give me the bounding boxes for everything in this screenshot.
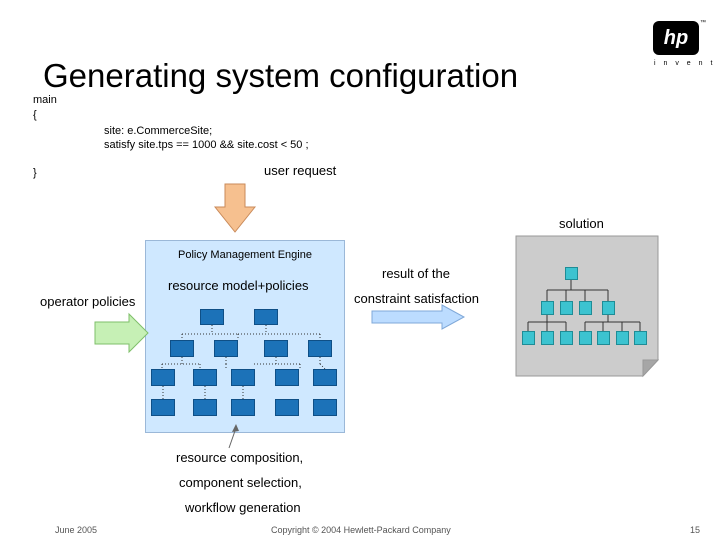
composition-pointer-head (232, 424, 239, 432)
result-arrow (371, 304, 466, 330)
operator-policies-label: operator policies (40, 294, 136, 309)
composition-label-line1: resource composition, (176, 450, 304, 465)
solution-node (522, 331, 535, 345)
engine-node (151, 369, 175, 386)
footer-copyright: Copyright © 2004 Hewlett-Packard Company (271, 525, 451, 535)
engine-node (264, 340, 288, 357)
engine-node (214, 340, 238, 357)
code-open-brace: { (33, 109, 37, 121)
engine-node (231, 399, 255, 416)
hp-logo-text: hp (663, 27, 689, 49)
engine-node (308, 340, 332, 357)
footer-page-number: 15 (690, 525, 701, 535)
user-request-arrow (213, 183, 257, 233)
resource-model-label: resource model+policies (168, 278, 309, 293)
solution-node (579, 331, 592, 345)
hp-logo (653, 21, 699, 55)
solution-document-fold (642, 359, 660, 378)
footer-date: June 2005 (55, 525, 98, 535)
solution-node (602, 301, 615, 315)
solution-node (634, 331, 647, 345)
operator-policies-arrow (94, 312, 149, 354)
result-label-line2: constraint satisfaction (354, 291, 480, 306)
engine-tree-connectors (161, 325, 326, 399)
engine-node (170, 340, 194, 357)
policy-engine-title: Policy Management Engine (178, 249, 312, 261)
engine-node (254, 309, 278, 325)
solution-node (541, 331, 554, 345)
solution-node (565, 267, 578, 280)
solution-node (597, 331, 610, 345)
engine-node (151, 399, 175, 416)
code-close-brace: } (33, 167, 37, 179)
logo-tagline: i n v e n t (654, 60, 716, 67)
engine-node (275, 399, 299, 416)
solution-node (579, 301, 592, 315)
code-satisfy-clause: satisfy site.tps == 1000 && site.cost < … (104, 139, 309, 151)
solution-label: solution (559, 216, 604, 231)
engine-node (313, 369, 337, 386)
solution-node (560, 301, 573, 315)
solution-tree-connectors (527, 280, 641, 331)
engine-node (193, 369, 217, 386)
engine-node (275, 369, 299, 386)
user-request-label: user request (264, 163, 337, 178)
engine-node (193, 399, 217, 416)
solution-node (541, 301, 554, 315)
slide-title: Generating system configuration (43, 57, 519, 94)
code-main: main (33, 94, 57, 106)
engine-node (313, 399, 337, 416)
solution-node (616, 331, 629, 345)
solution-node (560, 331, 573, 345)
engine-node (200, 309, 224, 325)
composition-label-line2: component selection, (179, 475, 302, 490)
trademark-mark: ™ (700, 20, 706, 26)
composition-label-line3: workflow generation (185, 500, 301, 515)
code-site-decl: site: e.CommerceSite; (104, 125, 213, 137)
engine-node (231, 369, 255, 386)
result-label-line1: result of the (382, 266, 450, 281)
